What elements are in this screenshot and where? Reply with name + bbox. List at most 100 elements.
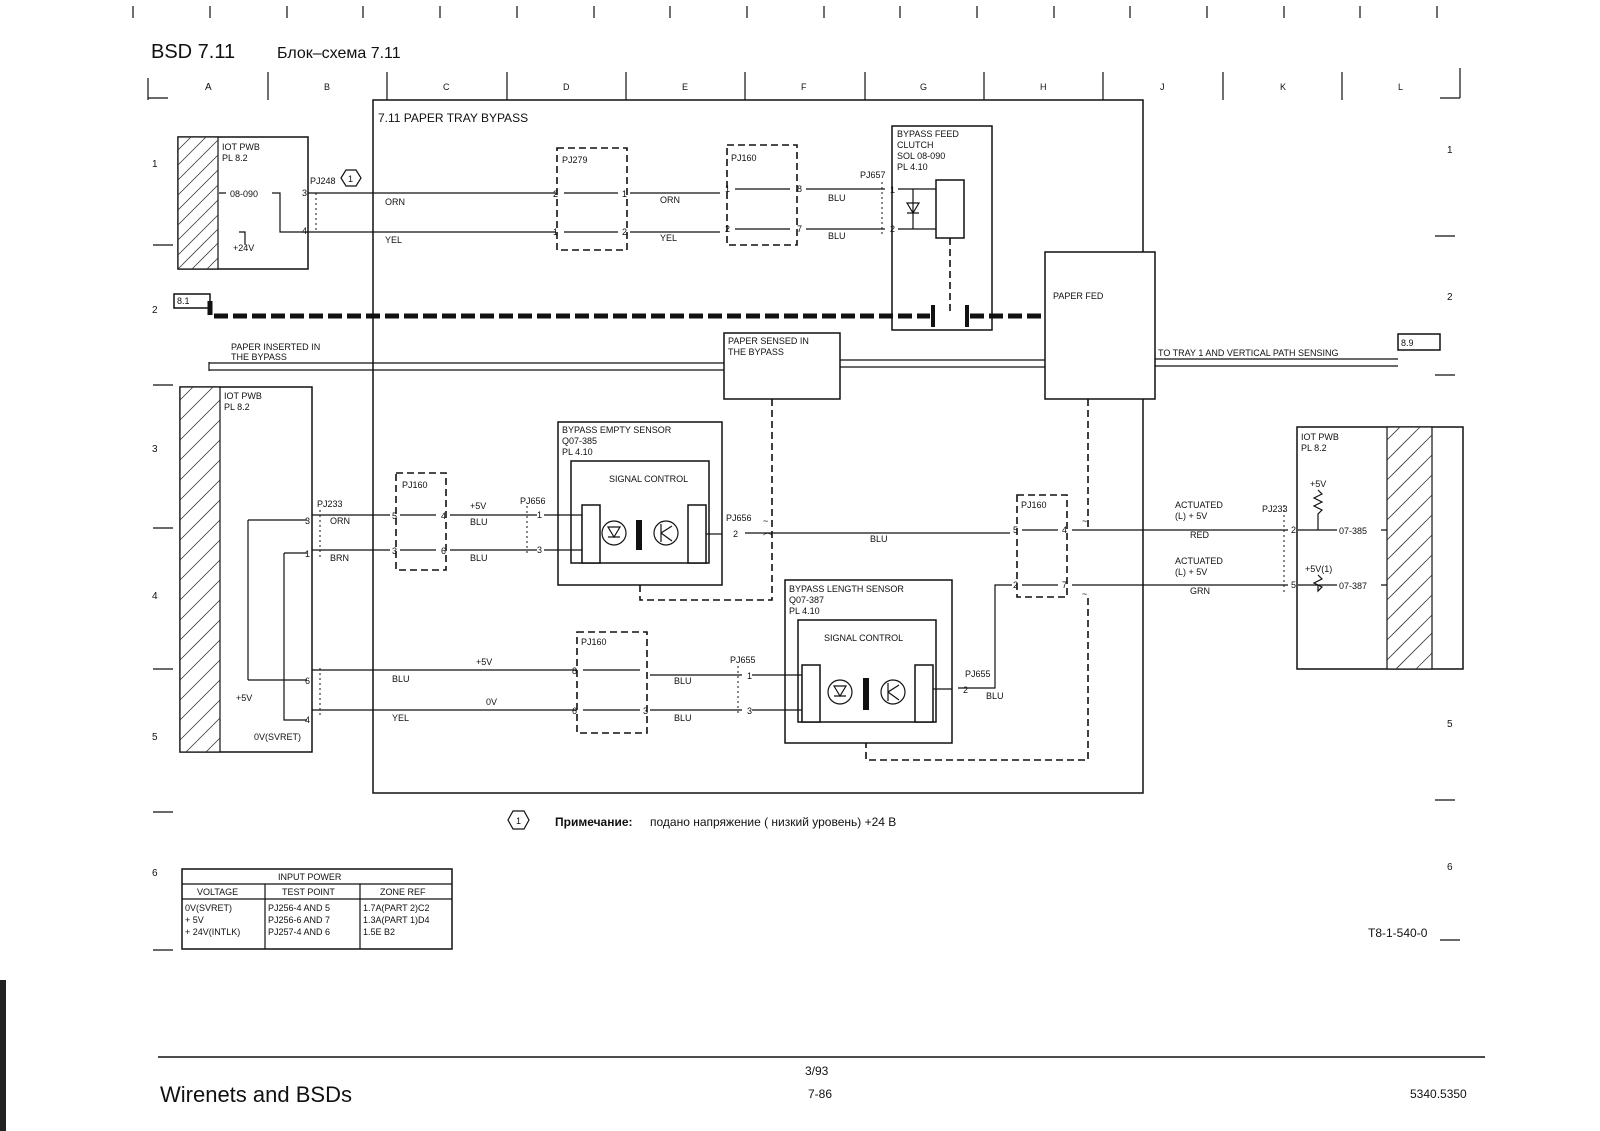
col-K: K (1280, 82, 1286, 92)
col-C: C (443, 82, 450, 92)
svg-text:2: 2 (1291, 525, 1296, 535)
svg-text:+5V: +5V (1310, 479, 1326, 489)
col-G: G (920, 82, 927, 92)
svg-text:PJ256-4 AND 5: PJ256-4 AND 5 (268, 903, 330, 913)
svg-text:BLU: BLU (828, 231, 846, 241)
svg-text:8: 8 (572, 666, 577, 676)
col-B: B (324, 82, 330, 92)
note-text: подано напряжение ( низкий уровень) +24 … (650, 815, 896, 829)
svg-text:~: ~ (763, 516, 768, 526)
svg-text:2: 2 (963, 685, 968, 695)
svg-text:2: 2 (622, 227, 627, 237)
ref-8-1: 8.1 (177, 296, 190, 306)
svg-text:TEST POINT: TEST POINT (282, 887, 335, 897)
svg-text:PJ256-6 AND 7: PJ256-6 AND 7 (268, 915, 330, 925)
pj160-right-connector (1016, 494, 1068, 598)
ref-8-9-box (1397, 333, 1441, 351)
paper-sensed-box (723, 332, 841, 400)
col-D: D (563, 82, 570, 92)
svg-text:GRN: GRN (1190, 586, 1210, 596)
paper-sensed-label: PAPER SENSED IN (728, 336, 809, 346)
paper-fed-label: PAPER FED (1053, 291, 1104, 301)
svg-text:4: 4 (1062, 525, 1067, 535)
note-hex-marker (340, 169, 362, 187)
iot-right-signal-1: 07-385 (1339, 526, 1367, 536)
svg-text:8: 8 (797, 184, 802, 194)
svg-text:BLU: BLU (674, 713, 692, 723)
svg-text:5: 5 (1291, 580, 1296, 590)
svg-text:1: 1 (516, 816, 521, 826)
iot-top-signal: 08-090 (230, 189, 258, 199)
footer-code: 5340.5350 (1410, 1087, 1467, 1101)
pj657-label: PJ657 (860, 170, 886, 180)
iot-pwb-top: IOT PWB PL 8.2 08-090 +24V 3 4 (177, 136, 309, 270)
svg-text:VOLTAGE: VOLTAGE (197, 887, 238, 897)
svg-text:+5V: +5V (236, 693, 252, 703)
row-1-right: 1 (1447, 145, 1453, 156)
note-label: Примечание: (555, 815, 633, 829)
header-code: BSD 7.11 (151, 41, 235, 63)
iot-top-label: IOT PWB (222, 142, 260, 152)
pj233-left-label: PJ233 (317, 499, 343, 509)
svg-text:BLU: BLU (470, 517, 488, 527)
svg-text:PJ160: PJ160 (402, 480, 428, 490)
svg-text:SOL 08-090: SOL 08-090 (897, 151, 945, 161)
svg-text:3: 3 (537, 545, 542, 555)
svg-text:5: 5 (392, 511, 397, 521)
svg-text:1: 1 (537, 510, 542, 520)
wire-brn-mid: BRN (330, 553, 349, 563)
svg-text:+ 24V(INTLK): + 24V(INTLK) (185, 927, 240, 937)
pj248-label: PJ248 (310, 176, 336, 186)
svg-text:~: ~ (1082, 589, 1087, 599)
svg-text:3: 3 (392, 546, 397, 556)
svg-text:1: 1 (622, 189, 627, 199)
iot-top-voltage: +24V (233, 243, 254, 253)
svg-text:4: 4 (305, 715, 310, 725)
svg-text:BLU: BLU (870, 534, 888, 544)
svg-text:3: 3 (302, 188, 307, 198)
svg-text:1: 1 (348, 174, 353, 184)
svg-text:3: 3 (643, 706, 648, 716)
pj279-label: PJ279 (562, 155, 588, 165)
svg-text:+5V(1): +5V(1) (1305, 564, 1332, 574)
svg-text:PL 8.2: PL 8.2 (224, 402, 250, 412)
svg-text:1: 1 (305, 549, 310, 559)
footer-page: 3/93 (805, 1064, 829, 1078)
svg-text:4: 4 (441, 511, 446, 521)
row-4-left: 4 (152, 591, 158, 602)
svg-text:YEL: YEL (660, 233, 677, 243)
svg-text:THE BYPASS: THE BYPASS (231, 352, 287, 362)
svg-text:SIGNAL CONTROL: SIGNAL CONTROL (824, 633, 903, 643)
to-tray-label: TO TRAY 1 AND VERTICAL PATH SENSING (1158, 348, 1339, 358)
svg-text:PL 4.10: PL 4.10 (897, 162, 928, 172)
row-5-right: 5 (1447, 719, 1453, 730)
svg-text:YEL: YEL (392, 713, 409, 723)
svg-text:2: 2 (553, 189, 558, 199)
svg-text:1.7A(PART 2)C2: 1.7A(PART 2)C2 (363, 903, 430, 913)
footer-page-sub: 7-86 (808, 1087, 832, 1101)
row-2-left: 2 (152, 305, 158, 316)
wire-orn-mid: ORN (330, 516, 350, 526)
note-marker (507, 810, 530, 830)
svg-text:BYPASS FEED: BYPASS FEED (897, 129, 959, 139)
col-A: A (205, 82, 212, 93)
svg-text:PJ160: PJ160 (1021, 500, 1047, 510)
svg-text:6: 6 (305, 676, 310, 686)
svg-text:BLU: BLU (986, 691, 1004, 701)
row-5-left: 5 (152, 732, 158, 743)
column-ruler: A B C D E F G H J K L (147, 68, 1461, 100)
svg-text:3: 3 (747, 706, 752, 716)
col-J: J (1160, 82, 1165, 92)
pj656-right-label: PJ656 (726, 513, 752, 523)
svg-text:BYPASS LENGTH SENSOR: BYPASS LENGTH SENSOR (789, 584, 904, 594)
svg-text:⌒: ⌒ (763, 533, 772, 543)
svg-text:ORN: ORN (660, 195, 680, 205)
mechanical-drive-line (207, 301, 930, 319)
svg-text:BLU: BLU (392, 674, 410, 684)
col-L: L (1398, 82, 1403, 92)
svg-text:1: 1 (725, 184, 730, 194)
input-power-table: INPUT POWER VOLTAGE TEST POINT ZONE REF … (181, 868, 453, 950)
svg-text:5: 5 (1013, 525, 1018, 535)
svg-text:SIGNAL CONTROL: SIGNAL CONTROL (609, 474, 688, 484)
